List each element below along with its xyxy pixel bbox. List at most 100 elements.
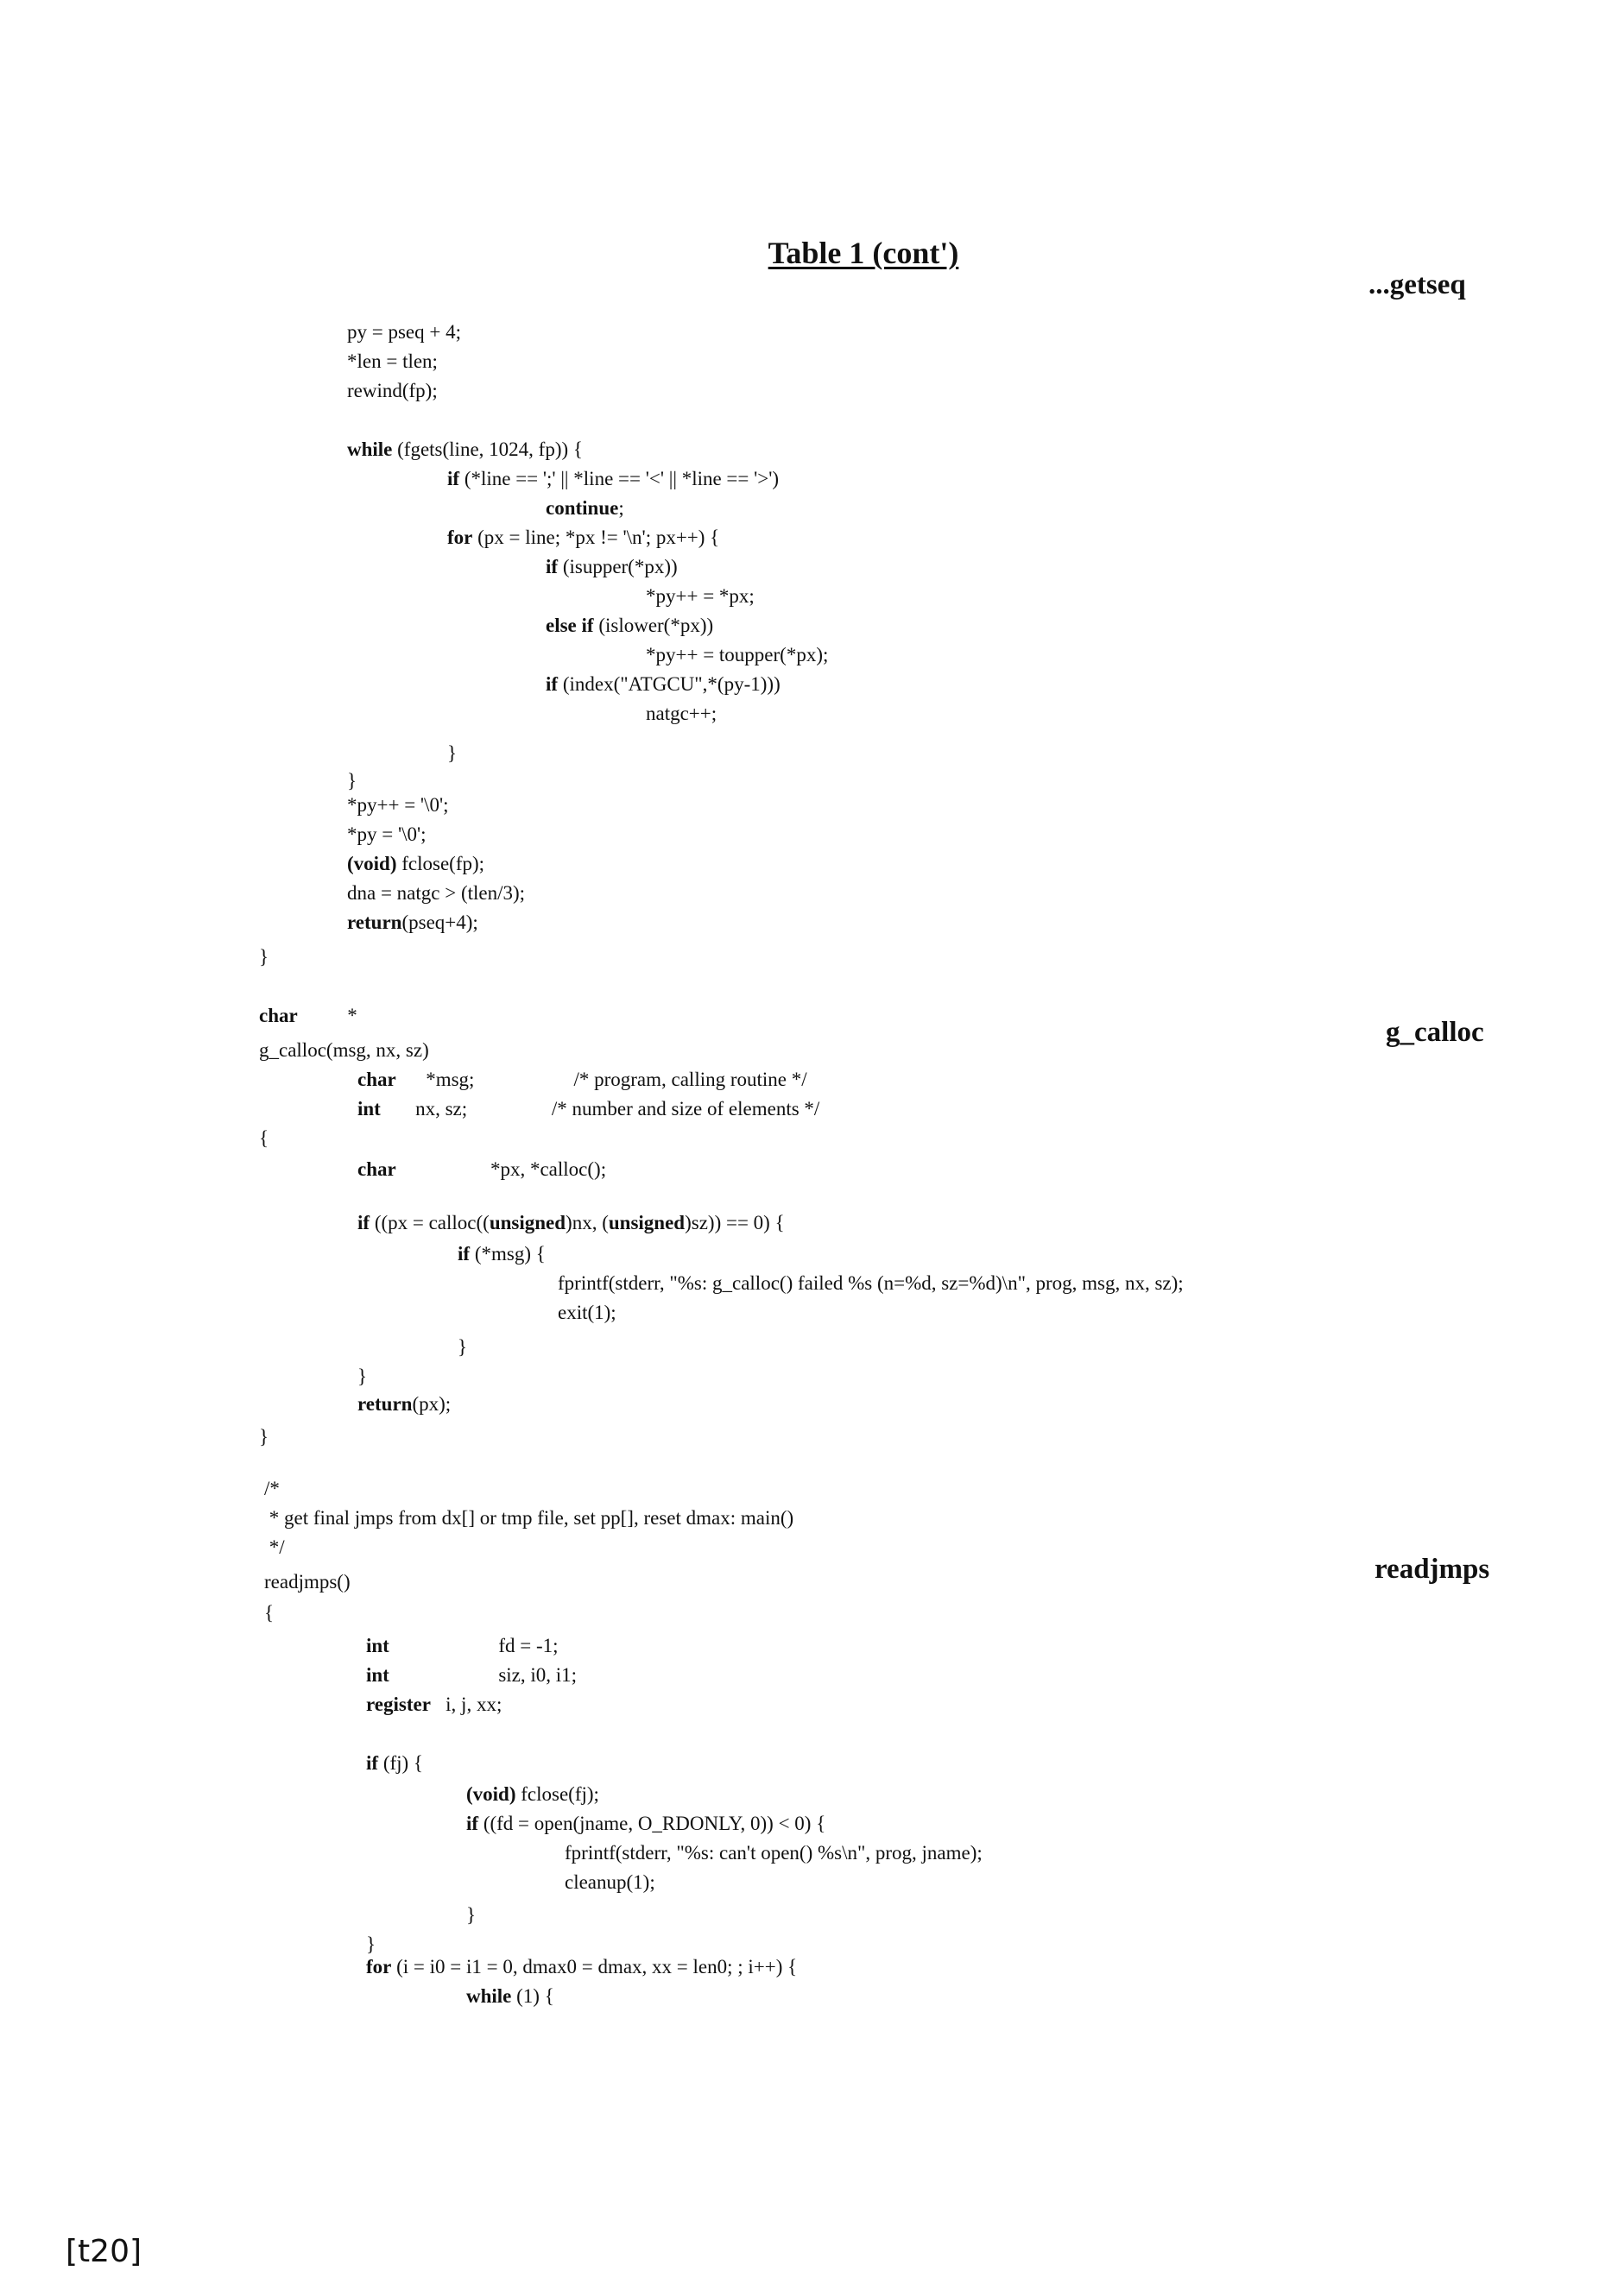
code-text: (fgets(line, 1024, fp)) {: [392, 438, 583, 460]
code-line: readjmps(): [264, 1571, 351, 1593]
code-keyword: if: [357, 1212, 370, 1233]
code-line: continue;: [546, 497, 624, 520]
code-line: natgc++;: [646, 703, 717, 725]
code-keyword: return: [357, 1393, 413, 1415]
code-text: (pseq+4);: [401, 911, 478, 933]
code-text: }: [347, 770, 357, 792]
code-text: *py = '\0';: [347, 823, 427, 845]
code-text: * get final jmps from dx[] or tmp file, …: [264, 1507, 794, 1529]
code-line: }: [366, 1933, 376, 1956]
code-text: *py++ = '\0';: [347, 794, 449, 816]
code-line: if ((px = calloc((unsigned)nx, (unsigned…: [357, 1212, 785, 1234]
code-text: natgc++;: [646, 703, 717, 724]
code-text: g_calloc(msg, nx, sz): [259, 1039, 429, 1061]
code-line: if (fj) {: [366, 1752, 423, 1775]
code-line: rewind(fp);: [347, 380, 438, 402]
code-text: }: [366, 1933, 376, 1955]
code-line: if (isupper(*px)): [546, 556, 678, 578]
code-keyword: register: [366, 1694, 431, 1715]
code-line: if (*line == ';' || *line == '<' || *lin…: [447, 468, 779, 490]
code-line: {: [264, 1602, 274, 1624]
code-text: fd = -1;: [389, 1635, 559, 1656]
code-keyword: else if: [546, 615, 594, 636]
code-text: py = pseq + 4;: [347, 321, 461, 343]
code-text: (*line == ';' || *line == '<' || *line =…: [459, 468, 780, 489]
code-text: */: [264, 1536, 285, 1558]
code-keyword: int: [366, 1635, 389, 1656]
code-text: *len = tlen;: [347, 350, 438, 372]
code-line: char *: [259, 1005, 357, 1027]
code-line: }: [259, 946, 269, 968]
code-text: (islower(*px)): [593, 615, 714, 636]
code-line: * get final jmps from dx[] or tmp file, …: [264, 1507, 793, 1530]
code-keyword: if: [366, 1752, 379, 1774]
code-line: }: [447, 742, 457, 765]
code-keyword: for: [366, 1956, 392, 1977]
code-text: }: [466, 1904, 477, 1926]
page-title: Table 1 (cont'): [768, 236, 959, 270]
code-line: return(px);: [357, 1393, 451, 1416]
code-line: int fd = -1;: [366, 1635, 559, 1657]
code-keyword: unsigned: [489, 1212, 566, 1233]
code-text: i, j, xx;: [430, 1694, 502, 1715]
code-text: {: [259, 1127, 269, 1149]
code-keyword: char: [357, 1158, 396, 1180]
code-text: (px);: [412, 1393, 452, 1415]
code-text: *msg; /* program, calling routine */: [395, 1069, 807, 1090]
code-line: }: [466, 1904, 476, 1927]
code-text: exit(1);: [558, 1302, 616, 1323]
code-text: cleanup(1);: [565, 1871, 655, 1893]
code-text: }: [458, 1336, 468, 1358]
code-line: */: [264, 1536, 285, 1559]
code-line: int siz, i0, i1;: [366, 1664, 577, 1687]
code-keyword: while: [466, 1985, 512, 2007]
code-text: fclose(fj);: [515, 1783, 599, 1805]
code-line: register i, j, xx;: [366, 1694, 502, 1716]
code-text: )sz)) == 0) {: [685, 1212, 785, 1233]
code-line: *py++ = toupper(*px);: [646, 644, 828, 666]
code-line: while (fgets(line, 1024, fp)) {: [347, 438, 583, 461]
code-line: g_calloc(msg, nx, sz): [259, 1039, 429, 1062]
code-text: fprintf(stderr, "%s: g_calloc() failed %…: [558, 1272, 1184, 1294]
code-text: }: [259, 946, 269, 968]
code-line: *py++ = *px;: [646, 585, 755, 608]
code-keyword: (void): [347, 853, 397, 874]
code-text: (isupper(*px)): [558, 556, 678, 577]
code-text: }: [259, 1426, 269, 1448]
code-keyword: int: [357, 1098, 381, 1120]
code-text: (index("ATGCU",*(py-1))): [558, 673, 781, 695]
code-text: (fj) {: [378, 1752, 423, 1774]
code-keyword: for: [447, 527, 473, 548]
section-label: ...getseq: [1368, 269, 1466, 300]
section-label: g_calloc: [1386, 1017, 1484, 1048]
code-text: ((px = calloc((: [370, 1212, 490, 1233]
code-text: fprintf(stderr, "%s: can't open() %s\n",…: [565, 1842, 983, 1864]
code-line: for (px = line; *px != '\n'; px++) {: [447, 527, 719, 549]
code-line: }: [347, 770, 357, 792]
code-text: }: [357, 1366, 368, 1387]
code-keyword: char: [357, 1069, 396, 1090]
code-text: ;: [618, 497, 624, 519]
code-keyword: unsigned: [608, 1212, 686, 1233]
code-text: (*msg) {: [470, 1243, 546, 1265]
code-keyword: return: [347, 911, 402, 933]
code-text: /*: [264, 1478, 280, 1499]
code-text: (px = line; *px != '\n'; px++) {: [472, 527, 720, 548]
code-keyword: (void): [466, 1783, 516, 1805]
code-line: char *px, *calloc();: [357, 1158, 606, 1181]
code-line: }: [458, 1336, 467, 1359]
code-line: if ((fd = open(jname, O_RDONLY, 0)) < 0)…: [466, 1813, 825, 1835]
code-text: ((fd = open(jname, O_RDONLY, 0)) < 0) {: [478, 1813, 826, 1834]
code-line: fprintf(stderr, "%s: can't open() %s\n",…: [565, 1842, 983, 1864]
code-keyword: if: [546, 673, 559, 695]
code-line: if (index("ATGCU",*(py-1))): [546, 673, 781, 696]
code-text: readjmps(): [264, 1571, 351, 1593]
code-line: while (1) {: [466, 1985, 554, 2008]
code-line: /*: [264, 1478, 280, 1500]
code-line: *py++ = '\0';: [347, 794, 448, 817]
code-line: char *msg; /* program, calling routine *…: [357, 1069, 807, 1091]
code-line: for (i = i0 = i1 = 0, dmax0 = dmax, xx =…: [366, 1956, 797, 1978]
code-text: rewind(fp);: [347, 380, 438, 401]
code-line: py = pseq + 4;: [347, 321, 461, 344]
code-line: (void) fclose(fp);: [347, 853, 484, 875]
